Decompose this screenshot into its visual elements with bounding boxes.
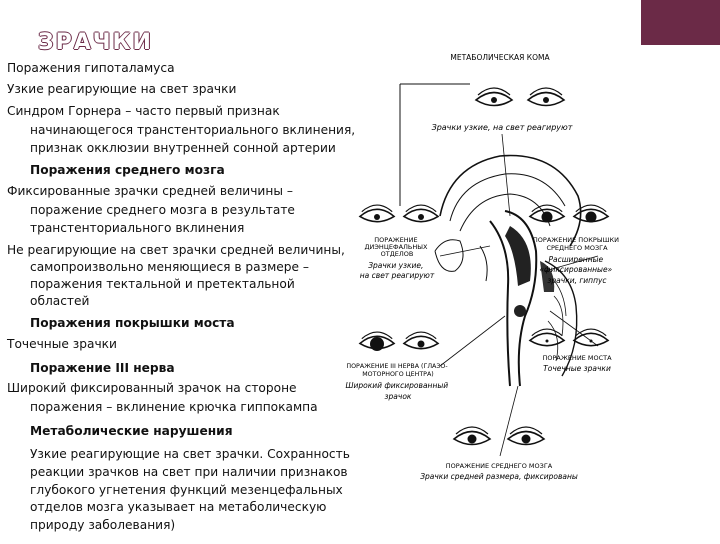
label-metabolic-pupils: Зрачки узкие, на свет реагируют (432, 123, 573, 132)
label-pons-pupils: Точечные зрачки (543, 364, 611, 373)
eye-pair-tectum (530, 205, 608, 222)
text-line: Точечные зрачки (7, 337, 117, 352)
text-line: Широкий фиксированный зрачок на стороне (7, 381, 297, 396)
label-metabolic-coma: МЕТАБОЛИЧЕСКАЯ КОМА (450, 53, 550, 62)
text-line: Не реагирующие на свет зрачки средней ве… (7, 243, 345, 258)
eye-pair-pons (530, 329, 608, 346)
pupils-diagram: МЕТАБОЛИЧЕСКАЯ КОМА Зрачки узкие, на све… (340, 46, 625, 540)
eye-pair-oculomotor (360, 332, 438, 351)
text-line-continued: поражения – вклинение крючка гиппокампа (30, 400, 318, 415)
text-line: Синдром Горнера – часто первый признак (7, 104, 280, 119)
section-heading: Поражение III нерва (30, 361, 175, 375)
text-line: Фиксированные зрачки средней величины – (7, 184, 293, 199)
text-line-continued: природу заболевания) (30, 518, 175, 533)
text-line-continued: начинающегося транстенториального вклине… (30, 123, 355, 138)
accent-corner-block (641, 0, 720, 45)
text-line-continued: транстенториального вклинения (30, 221, 244, 236)
slide-title: ЗРАЧКИ (38, 30, 153, 55)
section-heading: Поражения среднего мозга (30, 163, 225, 177)
text-line-continued: поражения тектальной и претектальной (30, 277, 295, 292)
section-heading: Поражения покрышки моста (30, 316, 235, 330)
first-line: Поражения гипоталамуса (7, 61, 175, 76)
text-line-continued: отделов мозга указывает на метаболическу… (30, 500, 326, 515)
text-line-continued: глубокого угнетения функций мезенцефальн… (30, 483, 343, 498)
section-heading: Метаболические нарушения (30, 424, 233, 438)
label-oculomotor-lesion: ПОРАЖЕНИЕ III НЕРВА (ГЛАЗО- МОТОРНОГО ЦЕ… (346, 363, 449, 378)
label-diencephalon-pupils: Зрачки узкие, на свет реагируют (360, 261, 435, 280)
label-diencephalon-lesion: ПОРАЖЕНИЕ ДИЭНЦЕФАЛЬНЫХ ОТДЕЛОВ (364, 236, 429, 258)
label-tectum-lesion: ПОРАЖЕНИЕ ПОКРЫШКИ СРЕДНЕГО МОЗГА (533, 236, 621, 252)
text-line-continued: областей (30, 294, 89, 309)
eye-pair-midbrain (454, 427, 544, 445)
text-line-continued: поражение среднего мозга в результате (30, 203, 295, 218)
label-midbrain-lesion: ПОРАЖЕНИЕ СРЕДНЕГО МОЗГА (446, 462, 553, 470)
label-midbrain-pupils: Зрачки средней размера, фиксированы (420, 472, 578, 481)
text-line-continued: Узкие реагирующие на свет зрачки. Сохран… (30, 447, 350, 462)
text-line: Узкие реагирующие на свет зрачки (7, 82, 236, 97)
text-line-continued: признак окклюзии внутренней сонной артер… (30, 141, 336, 156)
eye-pair-diencephalon (360, 205, 438, 222)
eye-pair-metabolic (476, 88, 564, 106)
label-pons-lesion: ПОРАЖЕНИЕ МОСТА (542, 354, 612, 362)
text-line-continued: реакции зрачков на свет при наличии приз… (30, 465, 348, 480)
label-oculomotor-pupils: Широкий фиксированный зрачок (345, 381, 450, 401)
label-tectum-pupils: Расширенные «фиксированные» зрачки, гипп… (539, 255, 614, 285)
text-line-continued: самопроизвольно меняющиеся в размере – (30, 260, 309, 275)
